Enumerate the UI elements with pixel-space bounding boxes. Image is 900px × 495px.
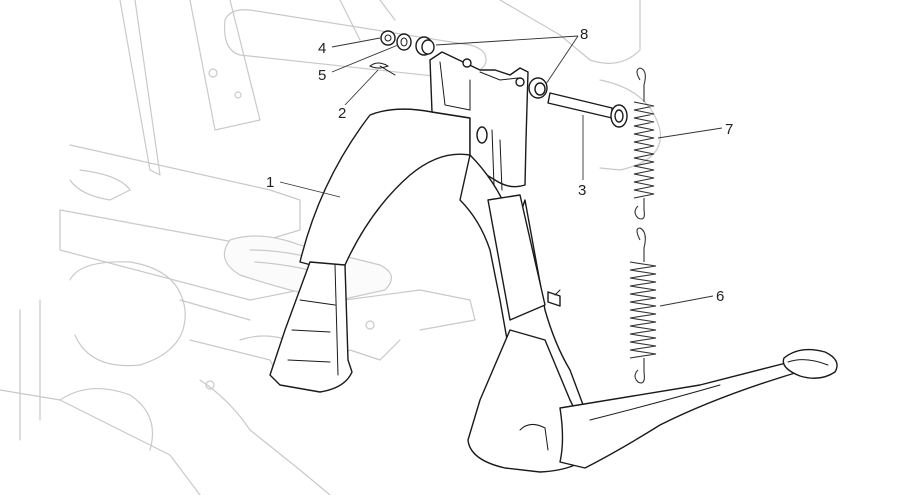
lower-spring	[629, 227, 657, 384]
upper-spring	[633, 67, 655, 220]
washers	[380, 30, 412, 51]
leader-7	[657, 127, 723, 139]
callout-8: 8	[580, 26, 588, 43]
leader-4	[331, 37, 381, 48]
leader-lines	[279, 35, 723, 307]
callout-6: 6	[716, 288, 724, 305]
bushings	[415, 36, 548, 99]
callout-2: 2	[338, 105, 346, 122]
callout-3: 3	[578, 182, 586, 199]
center-stand	[269, 51, 838, 473]
callout-labels: 1 2 3 4 5 6 7 8	[266, 26, 733, 305]
split-pin	[369, 62, 396, 76]
leader-6	[659, 295, 714, 307]
callout-5: 5	[318, 67, 326, 84]
leader-2	[344, 69, 379, 106]
callout-1: 1	[266, 174, 274, 191]
leader-5	[331, 44, 399, 73]
leader-8b	[545, 35, 579, 85]
callout-4: 4	[318, 40, 326, 57]
callout-7: 7	[725, 121, 733, 138]
leader-8a	[435, 35, 579, 46]
pivot-pin	[547, 92, 628, 128]
leader-1	[279, 181, 341, 198]
